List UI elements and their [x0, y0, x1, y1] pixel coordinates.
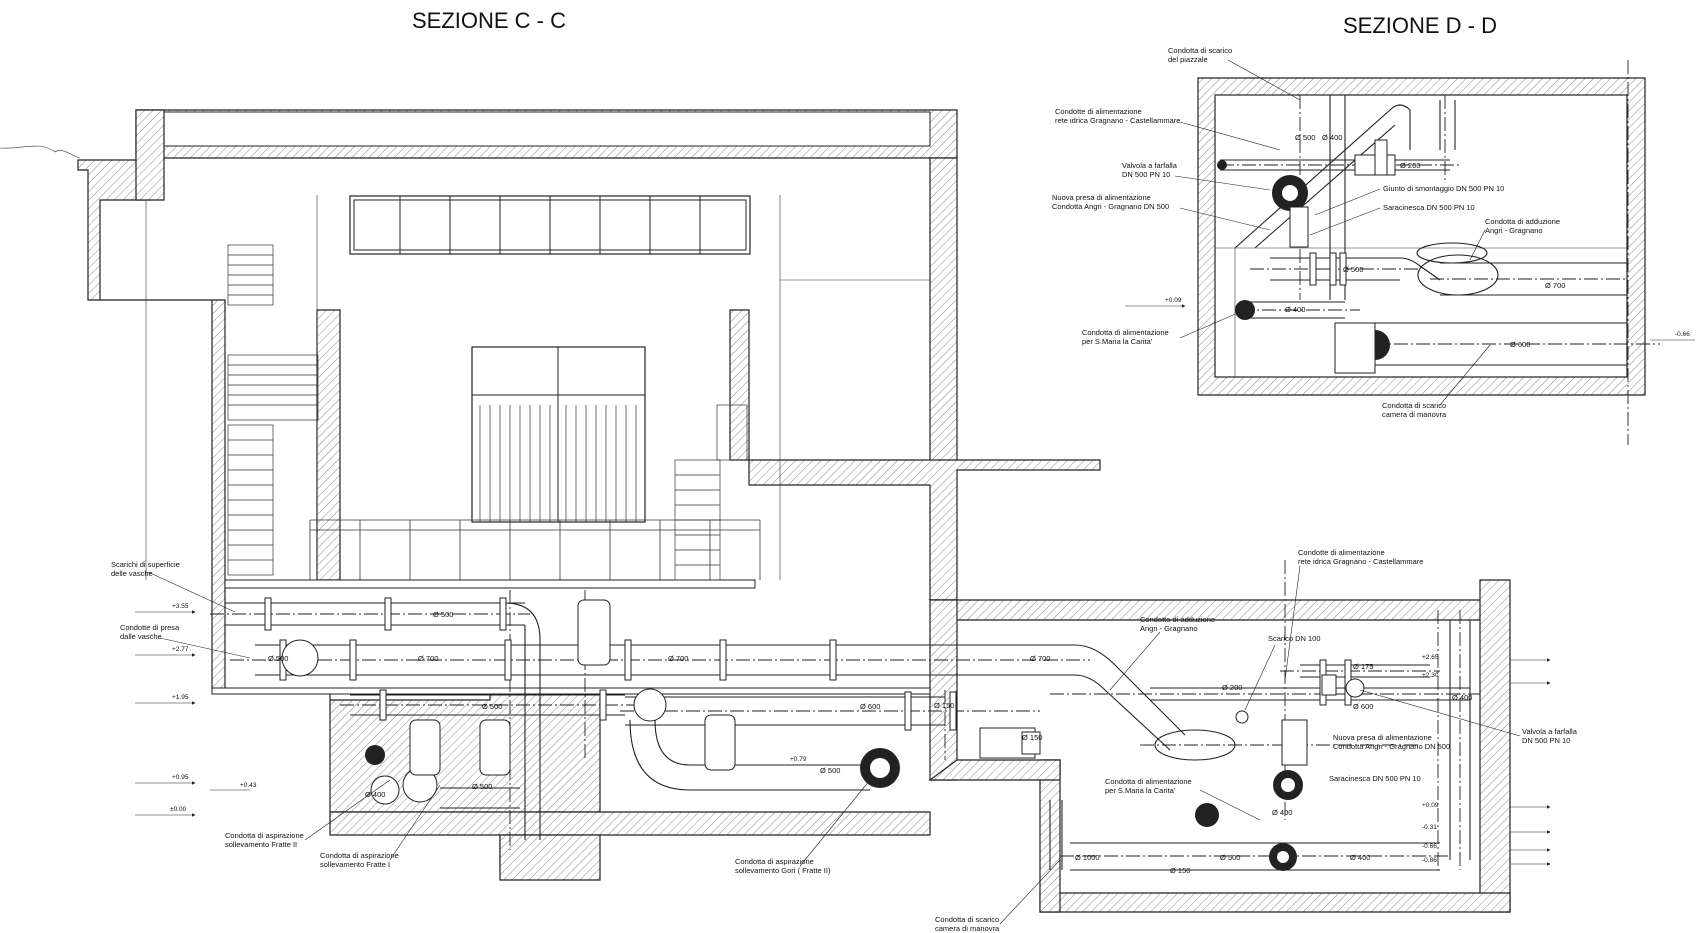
- svg-text:+0.79: +0.79: [790, 756, 807, 763]
- svg-text:Ø 700: Ø 700: [1030, 654, 1050, 663]
- label-saracinesca-c: Saracinesca DN 500 PN 10: [1329, 774, 1421, 783]
- section-d-pipework: [1217, 95, 1660, 374]
- svg-text:+0.43: +0.43: [240, 782, 257, 789]
- svg-text:Ø 175: Ø 175: [1353, 662, 1373, 671]
- svg-text:+2.65: +2.65: [1422, 654, 1439, 661]
- section-c-structure: [0, 109, 1511, 913]
- svg-text:-0.66: -0.66: [1422, 843, 1437, 850]
- svg-text:+2.77: +2.77: [172, 646, 189, 653]
- section-c-title: SEZIONE C - C: [412, 8, 566, 33]
- label-scarico100: Scarico DN 100: [1268, 634, 1321, 643]
- svg-text:+2.30: +2.30: [1422, 672, 1439, 679]
- svg-text:Ø 400: Ø 400: [1322, 133, 1342, 142]
- svg-text:Ø 500: Ø 500: [433, 610, 453, 619]
- section-d-structure: [1197, 60, 1646, 445]
- svg-text:Ø 400: Ø 400: [365, 790, 385, 799]
- svg-text:+3.55: +3.55: [172, 603, 189, 610]
- svg-text:Ø 500: Ø 500: [268, 654, 288, 663]
- svg-text:Ø 500: Ø 500: [1220, 853, 1240, 862]
- svg-text:-0.31: -0.31: [1422, 824, 1437, 831]
- svg-text:Ø 600: Ø 600: [860, 702, 880, 711]
- svg-text:+0.95: +0.95: [172, 774, 189, 781]
- svg-text:Ø 500: Ø 500: [820, 766, 840, 775]
- svg-text:Ø 200: Ø 200: [1222, 683, 1242, 692]
- section-c-pipework: [210, 560, 1480, 871]
- svg-text:Ø 500: Ø 500: [482, 702, 502, 711]
- svg-text:Ø 400: Ø 400: [1452, 693, 1472, 702]
- svg-text:Ø 700: Ø 700: [418, 654, 438, 663]
- svg-text:Ø 150: Ø 150: [1170, 866, 1190, 875]
- label-saracinesca-d: Saracinesca DN 500 PN 10: [1383, 203, 1475, 212]
- svg-text:Ø 700: Ø 700: [668, 654, 688, 663]
- svg-text:Ø 200: Ø 200: [1400, 161, 1420, 170]
- svg-text:Ø 400: Ø 400: [1272, 808, 1292, 817]
- svg-text:-0.66: -0.66: [1675, 331, 1690, 338]
- svg-text:+0.09: +0.09: [1422, 802, 1439, 809]
- svg-text:Ø 150: Ø 150: [1022, 733, 1042, 742]
- svg-text:-0.86: -0.86: [1422, 857, 1437, 864]
- svg-text:Ø 150: Ø 150: [934, 701, 954, 710]
- svg-text:Ø 400: Ø 400: [1350, 853, 1370, 862]
- svg-text:Ø 1000: Ø 1000: [1075, 853, 1100, 862]
- svg-text:Ø 500: Ø 500: [472, 782, 492, 791]
- svg-text:Ø 500: Ø 500: [1343, 265, 1363, 274]
- label-giunto: Giunto di smontaggio DN 500 PN 10: [1383, 184, 1504, 193]
- svg-text:+1.95: +1.95: [172, 694, 189, 701]
- svg-text:Ø 600: Ø 600: [1353, 702, 1373, 711]
- svg-text:±0.00: ±0.00: [170, 806, 187, 813]
- svg-text:Ø 500: Ø 500: [1295, 133, 1315, 142]
- svg-text:Ø 700: Ø 700: [1545, 281, 1565, 290]
- svg-text:Ø 600: Ø 600: [1510, 340, 1530, 349]
- section-d-title: SEZIONE D - D: [1343, 13, 1497, 38]
- svg-text:Ø 400: Ø 400: [1285, 305, 1305, 314]
- svg-text:+0.09: +0.09: [1165, 297, 1182, 304]
